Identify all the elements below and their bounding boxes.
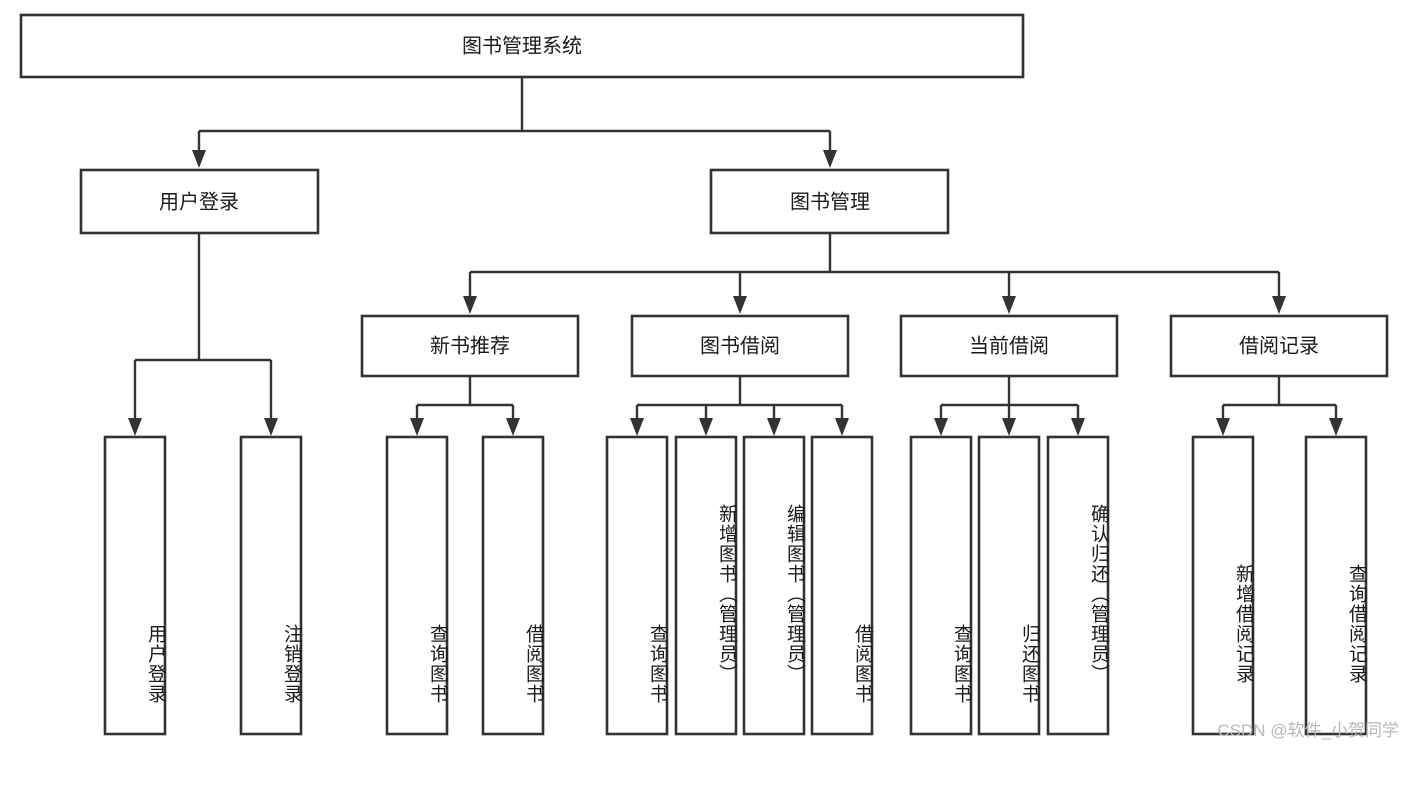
arrow-br-leaf-1: [1216, 418, 1230, 436]
arrow-bb-leaf-4: [835, 418, 849, 436]
node-borrow-record[interactable]: 借阅记录: [1169, 314, 1389, 378]
arrow-cb-leaf-2: [1002, 418, 1016, 436]
connectors-group: [128, 77, 1343, 436]
arrow-bb-leaf-3: [767, 418, 781, 436]
node-current-borrow-label: 当前借阅: [969, 334, 1049, 357]
arrow-to-current-borrow: [1002, 296, 1016, 314]
arrow-user-leaf-2: [264, 418, 278, 436]
node-user-login-box[interactable]: [79, 168, 320, 235]
arrow-cb-leaf-1: [934, 418, 948, 436]
arrow-to-borrow-record: [1272, 296, 1286, 314]
node-root-box[interactable]: [19, 13, 1025, 79]
arrow-to-user-login: [192, 150, 206, 168]
leaf-box-user-login-2[interactable]: [239, 435, 303, 736]
node-book-borrow[interactable]: 图书借阅: [630, 314, 850, 378]
flowchart-canvas: 图书管理系统 用户登录 图书管理 新书推荐 图书借阅 当前借阅 借阅记录: [19, 13, 1399, 740]
arrow-to-book-management: [823, 150, 837, 168]
arrow-to-book-borrow: [733, 296, 747, 314]
node-book-borrow-label: 图书借阅: [700, 334, 780, 357]
arrow-bb-leaf-1: [630, 418, 644, 436]
node-current-borrow-box[interactable]: [899, 314, 1119, 378]
arrow-user-leaf-1: [128, 418, 142, 436]
node-new-book-recommend-label: 新书推荐: [430, 334, 510, 357]
arrow-nb-leaf-1: [410, 418, 424, 436]
node-root-label: 图书管理系统: [462, 34, 582, 57]
node-new-book-recommend[interactable]: 新书推荐: [360, 314, 580, 378]
leaf-box-book-borrow-2[interactable]: [674, 435, 738, 736]
flowchart-svg: 图书管理系统 用户登录 图书管理 新书推荐 图书借阅 当前借阅 借阅记录: [19, 13, 1389, 736]
node-root-system[interactable]: 图书管理系统: [19, 13, 1025, 79]
leaf-box-book-borrow-1[interactable]: [605, 435, 669, 736]
csdn-watermark: CSDN @软件_小贺同学: [1217, 721, 1399, 740]
leaf-box-new-book-2[interactable]: [481, 435, 545, 736]
leaf-box-borrow-record-2[interactable]: [1304, 435, 1368, 736]
leaf-box-new-book-1[interactable]: [385, 435, 449, 736]
leaf-box-book-borrow-4[interactable]: [810, 435, 874, 736]
arrow-nb-leaf-2: [506, 418, 520, 436]
node-user-login[interactable]: 用户登录: [79, 168, 320, 235]
leaf-box-current-borrow-1[interactable]: [909, 435, 973, 736]
leaf-box-borrow-record-1[interactable]: [1191, 435, 1255, 736]
node-new-book-recommend-box[interactable]: [360, 314, 580, 378]
node-borrow-record-label: 借阅记录: [1239, 334, 1319, 357]
arrow-br-leaf-2: [1329, 418, 1343, 436]
node-borrow-record-box[interactable]: [1169, 314, 1389, 378]
node-book-management-box[interactable]: [709, 168, 950, 235]
leaf-box-current-borrow-2[interactable]: [977, 435, 1041, 736]
arrow-bb-leaf-2: [699, 418, 713, 436]
leaf-box-user-login-1[interactable]: [103, 435, 167, 736]
arrow-cb-leaf-3: [1071, 418, 1085, 436]
arrow-to-new-book: [463, 296, 477, 314]
node-book-borrow-box[interactable]: [630, 314, 850, 378]
node-book-management-label: 图书管理: [790, 190, 870, 213]
node-book-management[interactable]: 图书管理: [709, 168, 950, 235]
node-current-borrow[interactable]: 当前借阅: [899, 314, 1119, 378]
leaf-box-book-borrow-3[interactable]: [742, 435, 806, 736]
leaf-box-current-borrow-3[interactable]: [1046, 435, 1110, 736]
node-user-login-label: 用户登录: [159, 190, 239, 213]
